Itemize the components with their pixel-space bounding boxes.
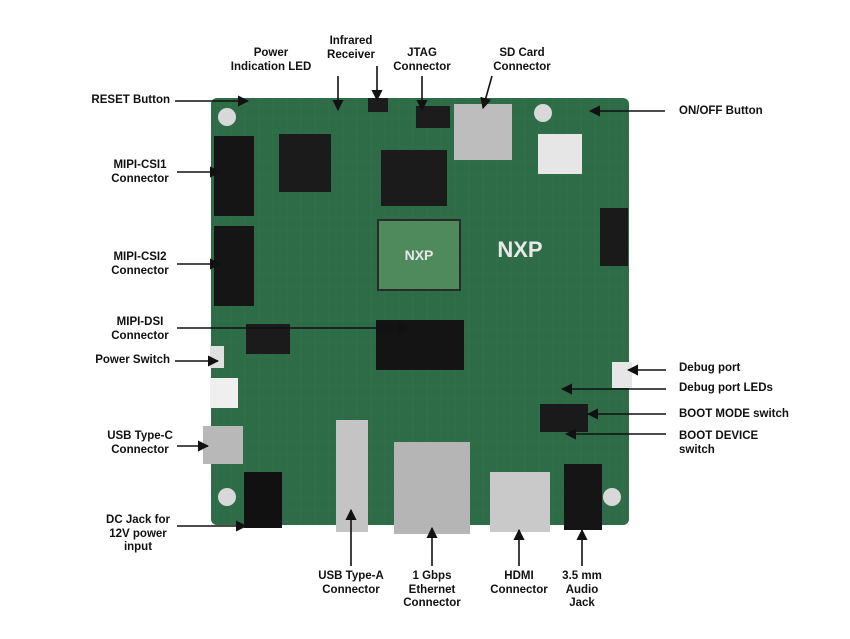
audio-jack <box>564 464 602 530</box>
hdmi-port <box>490 472 550 532</box>
sd-card-connector <box>454 104 512 160</box>
label-power-led: Power Indication LED <box>230 47 312 73</box>
label-debug-port: Debug port <box>679 362 741 374</box>
label-infrared-receiver: Infrared Receiver <box>327 35 375 61</box>
label-mipi-csi1: MIPI-CSI1 Connector <box>111 159 169 185</box>
usb-type-a-port <box>336 420 368 532</box>
usb-type-c-port <box>203 426 243 464</box>
mounting-hole-bottom-right <box>603 488 621 506</box>
mipi-csi1-connector <box>214 136 254 216</box>
label-reset-button: RESET Button <box>91 94 170 106</box>
mipi-csi2-connector <box>214 226 254 306</box>
gpio-header <box>600 208 628 266</box>
mounting-hole-top-left <box>218 108 236 126</box>
dc-jack <box>244 472 282 528</box>
label-audio-jack: 3.5 mm Audio Jack <box>562 570 602 609</box>
label-boot-mode-switch: BOOT MODE switch <box>679 408 789 420</box>
label-usb-type-a: USB Type-A Connector <box>318 570 384 596</box>
label-jtag-connector: JTAG Connector <box>393 47 451 73</box>
label-mipi-csi2: MIPI-CSI2 Connector <box>111 251 169 277</box>
ir-receiver <box>368 98 388 112</box>
label-onoff-button: ON/OFF Button <box>679 105 763 117</box>
arrow-sdcard <box>480 75 493 110</box>
memory-chip <box>381 150 447 206</box>
white-header <box>210 378 238 408</box>
label-debug-port-leds: Debug port LEDs <box>679 382 773 394</box>
pcb-trace-pattern <box>211 98 629 525</box>
label-power-switch: Power Switch <box>95 354 170 366</box>
label-boot-device-switch: BOOT DEVICE switch <box>679 430 759 456</box>
wifi-module <box>538 134 582 174</box>
label-ethernet: 1 Gbps Ethernet Connector <box>403 570 461 609</box>
ethernet-port <box>394 442 470 534</box>
label-mipi-dsi: MIPI-DSI Connector <box>111 316 169 342</box>
mounting-hole-bottom-left <box>218 488 236 506</box>
board-logo: NXP <box>497 237 542 262</box>
debug-port <box>612 362 632 388</box>
power-switch <box>210 346 224 368</box>
label-hdmi: HDMI Connector <box>490 570 548 596</box>
jtag-header <box>416 106 450 128</box>
label-usb-type-c: USB Type-C Connector <box>107 430 173 456</box>
pmic-chip <box>279 134 331 192</box>
label-sd-card-connector: SD Card Connector <box>493 47 551 73</box>
flash-chip <box>246 324 290 354</box>
boot-switch-block <box>540 404 588 432</box>
mounting-hole-top-right <box>534 104 552 122</box>
label-dc-jack: DC Jack for 12V power input <box>106 514 170 553</box>
chip-logo: NXP <box>405 247 434 263</box>
processor-chip <box>377 219 461 291</box>
